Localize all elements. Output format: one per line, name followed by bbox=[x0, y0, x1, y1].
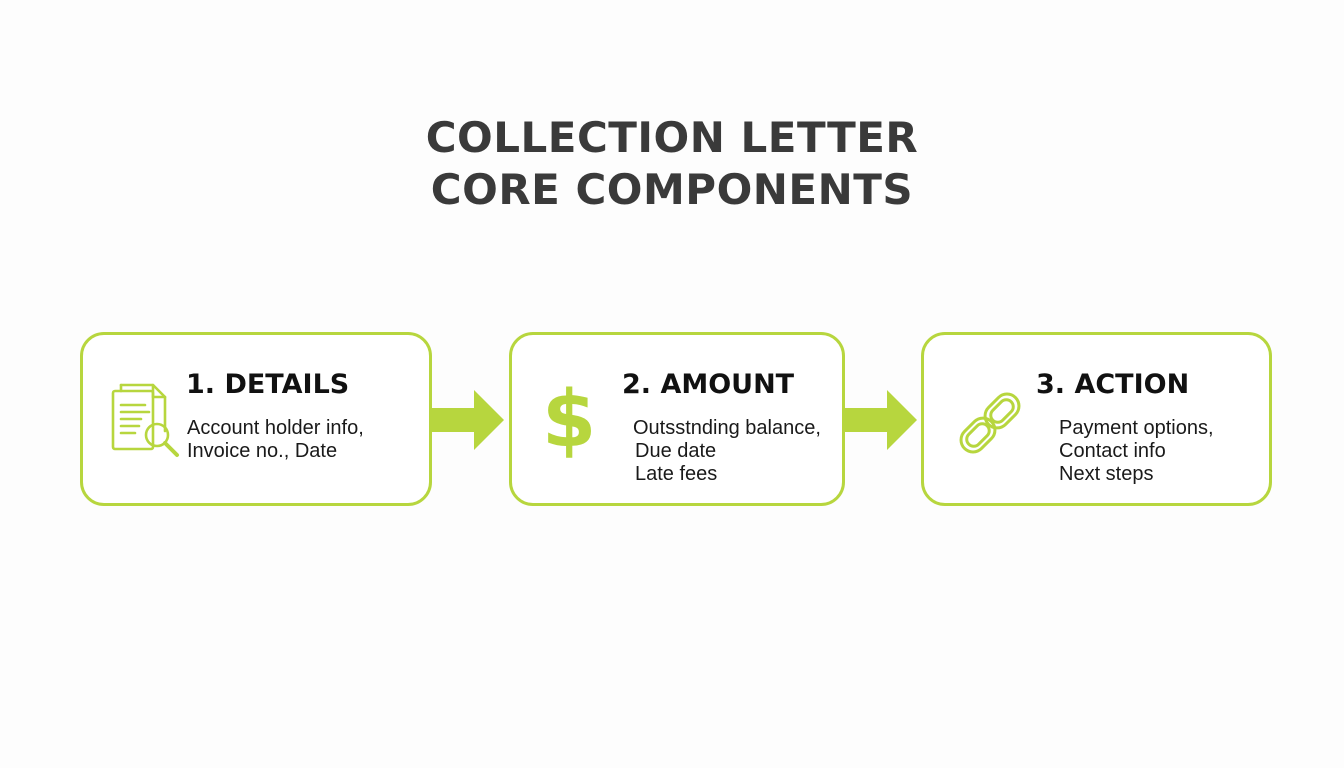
diagram-title: COLLECTION LETTER CORE COMPONENTS bbox=[0, 112, 1344, 216]
step-card-details: 1. DETAILS Account holder info, Invoice … bbox=[80, 332, 432, 506]
dollar-icon: $ bbox=[542, 375, 597, 465]
title-line-2: CORE COMPONENTS bbox=[430, 165, 914, 214]
flow-arrow bbox=[843, 390, 919, 450]
title-line-1: COLLECTION LETTER bbox=[425, 113, 919, 162]
step-card-amount: $ 2. AMOUNT Outsstnding balance, Due dat… bbox=[509, 332, 845, 506]
document-search-icon bbox=[109, 381, 183, 461]
step-description-line: Payment options, bbox=[1059, 417, 1214, 439]
step-description-line: Contact info bbox=[1059, 440, 1166, 462]
step-description-line: Late fees bbox=[635, 463, 718, 485]
chain-link-icon bbox=[948, 385, 1032, 461]
step-description-line: Due date bbox=[635, 440, 717, 462]
step-card-action: 3. ACTION Payment options, Contact info … bbox=[921, 332, 1272, 506]
step-description: Outsstnding balance, Due date Late fees bbox=[633, 417, 821, 486]
step-heading: 2. AMOUNT bbox=[622, 369, 795, 400]
step-heading: 1. DETAILS bbox=[186, 369, 350, 400]
step-description-line: Invoice no., Date bbox=[187, 440, 338, 462]
flow-arrow bbox=[430, 390, 506, 450]
step-description-line: Next steps bbox=[1059, 463, 1154, 485]
step-description-line: Outsstnding balance, bbox=[633, 417, 821, 439]
step-description: Payment options, Contact info Next steps bbox=[1059, 417, 1214, 486]
step-description: Account holder info, Invoice no., Date bbox=[187, 417, 364, 463]
step-heading: 3. ACTION bbox=[1036, 369, 1190, 400]
step-description-line: Account holder info, bbox=[187, 417, 364, 439]
